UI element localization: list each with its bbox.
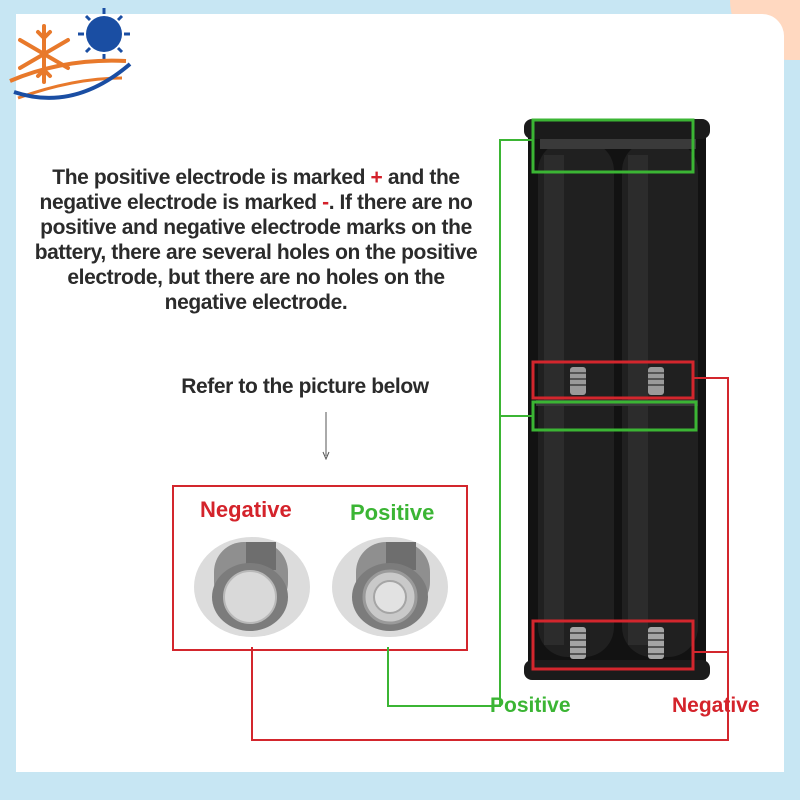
negative-photo-label: Negative bbox=[200, 497, 292, 522]
negative-battery-image bbox=[194, 537, 310, 637]
negative-middle-highlight bbox=[531, 360, 695, 400]
description-text: The positive electrode is marked + and t… bbox=[26, 165, 486, 315]
refer-text: Refer to the picture below bbox=[181, 375, 429, 398]
description-part1: The positive electrode is marked bbox=[52, 166, 371, 189]
minus-mark: - bbox=[322, 191, 329, 214]
plus-mark: + bbox=[370, 166, 383, 189]
description-part2: and the negative electrode is marked bbox=[39, 166, 461, 214]
description-part3: . If there are no positive and negative … bbox=[34, 191, 478, 314]
negative-bottom-label: Negative bbox=[672, 694, 760, 717]
down-arrow-icon bbox=[322, 412, 330, 460]
positive-battery-image bbox=[332, 537, 448, 637]
positive-bottom-label: Positive bbox=[490, 694, 571, 717]
positive-top-highlight bbox=[531, 118, 695, 174]
positive-middle-highlight bbox=[531, 400, 698, 432]
battery-photo-box bbox=[172, 485, 468, 651]
frame-bottom bbox=[0, 772, 800, 800]
positive-photo-label: Positive bbox=[350, 500, 435, 525]
negative-bottom-highlight bbox=[531, 619, 695, 671]
frame-right bbox=[784, 0, 800, 800]
frame-top bbox=[0, 0, 800, 14]
snowflake-sun-logo-icon bbox=[9, 8, 132, 100]
battery-photos bbox=[194, 537, 448, 637]
